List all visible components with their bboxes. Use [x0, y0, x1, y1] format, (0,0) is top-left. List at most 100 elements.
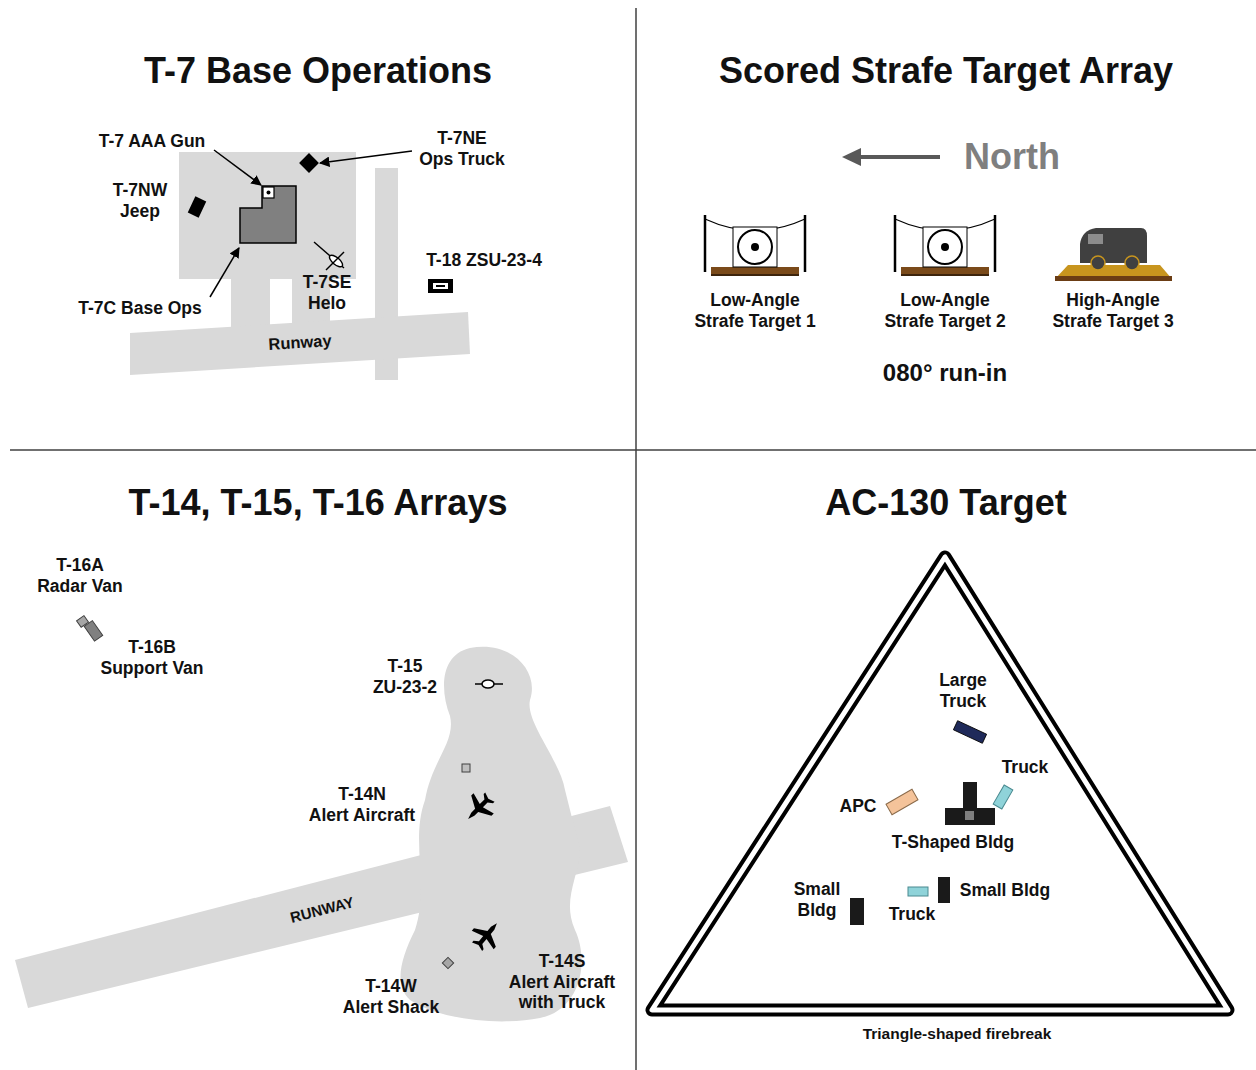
- arrays-map: [15, 613, 628, 1021]
- target-label: T-7C Base Ops: [78, 298, 202, 319]
- target-label: Truck: [1002, 757, 1049, 778]
- target-base: [711, 267, 799, 275]
- van-wheel: [1091, 256, 1105, 270]
- small-structure: [462, 764, 470, 772]
- truck-symbol: [299, 153, 319, 173]
- leader-line: [320, 151, 412, 163]
- small-building: [938, 877, 950, 903]
- zsu-symbol: [433, 283, 448, 289]
- target-panel: [923, 227, 967, 267]
- triangle-outline: [643, 548, 1237, 1018]
- target-mound: [1055, 276, 1172, 281]
- target-base: [901, 267, 989, 275]
- target-label: Truck: [889, 904, 936, 925]
- target-label: T-14W Alert Shack: [343, 976, 439, 1017]
- aircraft-symbol: [458, 787, 500, 829]
- target-label: T-15 ZU-23-2: [373, 656, 437, 697]
- high-angle-target: [1055, 228, 1172, 281]
- target-ring: [738, 230, 772, 264]
- zsu-symbol: [436, 285, 445, 287]
- zu-23-symbol: [475, 680, 503, 688]
- runway-strip: [130, 312, 470, 375]
- large-truck-symbol: [953, 721, 986, 744]
- triangle-outline: [652, 557, 1228, 1010]
- target-post: [704, 215, 707, 272]
- target-label: Large Truck: [939, 670, 987, 711]
- target-label: Small Bldg: [794, 879, 841, 920]
- divider-line: [635, 8, 637, 1070]
- area-caption: Triangle-shaped firebreak: [660, 1025, 1254, 1043]
- radar-dish: [77, 616, 89, 628]
- target-label: T-7SE Helo: [303, 272, 352, 313]
- panel: AC-130 TargetTriangle-shaped firebreak: [636, 450, 1256, 1070]
- radar-van-symbol: [77, 613, 103, 643]
- target-bullseye: [751, 243, 759, 251]
- north-arrow: [858, 155, 940, 159]
- truck-symbol: [908, 887, 928, 896]
- north-arrow: [842, 148, 861, 166]
- target-label: Low-Angle Strafe Target 2: [884, 290, 1005, 331]
- target-label: T-7NE Ops Truck: [419, 128, 505, 169]
- north-label: North: [964, 136, 1060, 178]
- target-ring: [928, 230, 962, 264]
- aaa-gun-symbol: [263, 187, 274, 198]
- target-label: 080° run-in: [883, 359, 1007, 387]
- shack-symbol: [442, 957, 453, 968]
- target-label: High-Angle Strafe Target 3: [1052, 290, 1173, 331]
- target-bullseye: [941, 243, 949, 251]
- target-label: Small Bldg: [960, 880, 1050, 901]
- strafe-array: [705, 148, 1172, 281]
- target-label: T-7 AAA Gun: [99, 131, 206, 152]
- target-label: T-16B Support Van: [100, 637, 203, 678]
- panel-title: T-7 Base Operations: [0, 50, 636, 92]
- jeep-symbol: [188, 196, 206, 217]
- leader-line: [214, 150, 261, 185]
- truck-symbol: [993, 785, 1013, 809]
- panel: T-7 Base Operations: [0, 0, 636, 450]
- target-label: T-16A Radar Van: [37, 555, 123, 596]
- target-base: [711, 274, 799, 276]
- triangle-outline: [652, 557, 1228, 1010]
- taxiway: [231, 278, 270, 328]
- t-building: [963, 782, 977, 810]
- t-building: [965, 811, 974, 820]
- runway-label: Runway: [268, 331, 332, 354]
- base-apron: [179, 152, 356, 279]
- firebreak-triangle: Triangle-shaped firebreak: [643, 548, 1237, 1048]
- target-label: T-14N Alert Aircraft: [309, 784, 415, 825]
- target-label: Low-Angle Strafe Target 1: [694, 290, 815, 331]
- aircraft-symbol: [466, 914, 508, 956]
- target-post: [804, 215, 807, 272]
- target-label: T-Shaped Bldg: [892, 832, 1015, 853]
- panel-title: T-14, T-15, T-16 Arrays: [0, 482, 636, 524]
- helo-symbol: [314, 242, 344, 270]
- van-wheel: [1125, 256, 1139, 270]
- base-ops-map: [130, 150, 470, 380]
- target-post: [994, 215, 997, 272]
- panel-title: Scored Strafe Target Array: [636, 50, 1256, 92]
- target-label: APC: [840, 796, 877, 817]
- runway-label: RUNWAY: [288, 893, 356, 926]
- divider-line: [10, 449, 1256, 451]
- small-building: [850, 898, 864, 925]
- base-ops-building: [240, 186, 296, 243]
- target-panel: [733, 227, 777, 267]
- helo-rotor: [326, 252, 344, 270]
- low-angle-target: [705, 215, 805, 275]
- gun-mount: [482, 680, 494, 688]
- target-label: T-18 ZSU-23-4: [426, 250, 542, 271]
- target-label: T-14S Alert Aircraft with Truck: [509, 951, 615, 1013]
- leader-line: [210, 248, 239, 297]
- panel-title: AC-130 Target: [636, 482, 1256, 524]
- aaa-gun-symbol: [267, 191, 271, 195]
- helo-tail: [314, 242, 344, 268]
- zsu-symbol: [428, 279, 453, 293]
- van-window: [1088, 234, 1103, 244]
- t-building: [945, 808, 995, 825]
- target-base: [901, 274, 989, 276]
- apc-symbol: [886, 789, 918, 814]
- low-angle-target: [895, 215, 995, 275]
